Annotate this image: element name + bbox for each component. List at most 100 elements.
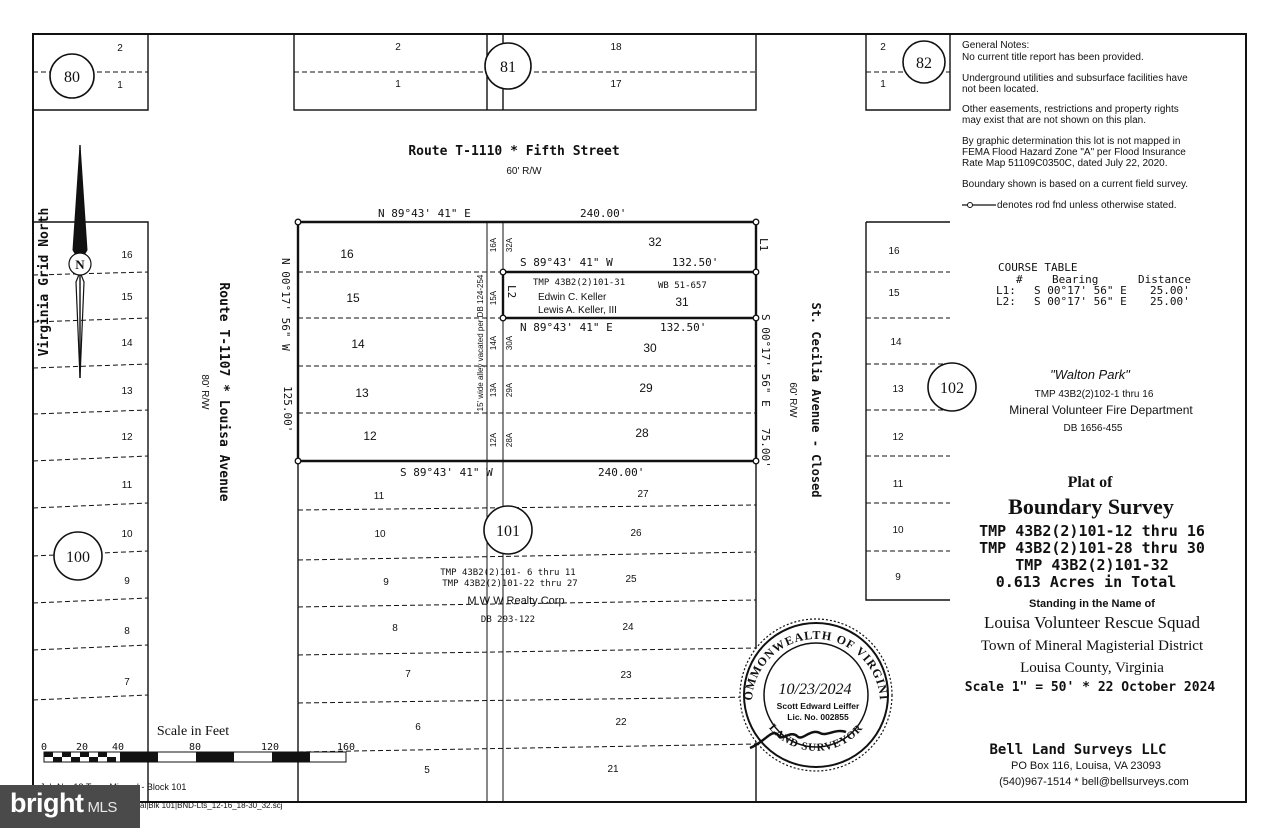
- seal-date: 10/23/2024: [779, 681, 852, 698]
- block-102-label: 102: [940, 380, 964, 397]
- lot-label: 1: [880, 79, 886, 90]
- note-line: may exist that are not shown on this pla…: [962, 115, 1146, 126]
- lot-label: 1: [395, 79, 401, 90]
- lot-label: 9: [124, 576, 130, 587]
- keller-owners: Edwin C. Keller Lewis A. Keller, III: [538, 292, 617, 316]
- note-line: Boundary shown is based on a current fie…: [962, 179, 1188, 190]
- east-distance: 75.00': [759, 428, 772, 468]
- signature-icon: [749, 729, 847, 750]
- notes-title: General Notes:: [962, 40, 1029, 51]
- lot-label: 26: [630, 528, 642, 539]
- bottom-bearing: S 89°43' 41" W: [400, 466, 493, 479]
- lot-label: 28: [635, 426, 649, 440]
- lot-label: 17: [610, 79, 622, 90]
- keller-parcel-info: TMP 43B2(2)101-31 WB 51-657: [533, 278, 707, 291]
- mid1-distance: 132.50': [672, 256, 718, 269]
- rod-symbol-icon: [962, 202, 996, 208]
- mid2-distance: 132.50': [660, 321, 706, 334]
- lot-label: 30A: [505, 335, 514, 350]
- lot-label: 15: [121, 292, 133, 303]
- mww-owner: M W W Realty Corp: [467, 595, 564, 607]
- title-acres: 0.613 Acres in Total: [996, 573, 1177, 591]
- west-bearing: N 00°17' 56" W: [279, 258, 292, 351]
- lot-label: 2: [395, 42, 401, 53]
- note-line: Rate Map 51109C0350C, dated July 22, 202…: [962, 158, 1168, 169]
- lot-label: 14: [121, 338, 133, 349]
- scale-tick: 0: [41, 742, 47, 753]
- alley-lots: 16A 15A 14A 13A 12A 32A 30A 29A 28A: [489, 237, 514, 447]
- top-bearing: N 89°43' 41" E: [378, 207, 471, 220]
- note-line: not been located.: [962, 84, 1039, 95]
- title-district: Town of Mineral Magisterial District: [981, 638, 1204, 654]
- lot-label: 18: [610, 42, 622, 53]
- course-table: COURSE TABLE # Bearing Distance L1: S 00…: [996, 261, 1191, 308]
- scale-tick: 160: [337, 742, 355, 753]
- lot-label: 11: [122, 480, 133, 491]
- lot-label: 16A: [489, 237, 498, 252]
- note-line: No current title report has been provide…: [962, 52, 1144, 63]
- course-row-id: L1:: [996, 284, 1016, 297]
- lot-label: 8: [124, 626, 130, 637]
- l2-label: L2: [505, 285, 518, 298]
- cecilia-avenue-label: St. Cecilia Avenue - Closed: [809, 302, 823, 497]
- walton-park-owner: Mineral Volunteer Fire Department: [1009, 403, 1193, 417]
- title-owner: Louisa Volunteer Rescue Squad: [984, 613, 1201, 632]
- west-distance: 125.00': [281, 386, 294, 432]
- walton-park-tmp: TMP 43B2(2)102-1 thru 16: [1035, 389, 1154, 400]
- title-tmp-line: TMP 43B2(2)101-12 thru 16: [979, 522, 1205, 540]
- lot-label: 32A: [505, 237, 514, 252]
- block-101: [296, 220, 758, 802]
- title-block: Plat of Boundary Survey TMP 43B2(2)101-1…: [965, 474, 1216, 695]
- lot-label: 11: [893, 479, 904, 490]
- watermark-sub: MLS: [87, 799, 117, 816]
- scale-bar: Scale in Feet 0 20 40 80 120 160: [41, 724, 355, 763]
- note-line: Other easements, restrictions and proper…: [962, 104, 1179, 115]
- lot-label: 12A: [489, 432, 498, 447]
- lot-label: 2: [117, 43, 123, 54]
- alley-vacated-note: 15' wide alley vacated per DB 124-254: [476, 274, 485, 411]
- lot-label: 16: [340, 247, 354, 261]
- note-line: Underground utilities and subsurface fac…: [962, 73, 1188, 84]
- l1-label: L1: [757, 238, 770, 251]
- course-row-distance: 25.00': [1150, 295, 1190, 308]
- subject-lots: 16 15 14 13 12 32 31 30 29 28: [340, 235, 689, 443]
- lot-label: 14: [890, 337, 902, 348]
- surveyor-info: Bell Land Surveys LLC PO Box 116, Louisa…: [989, 742, 1188, 788]
- lot-label: 10: [892, 525, 904, 536]
- lot-label: 32: [648, 235, 662, 249]
- lot-label: 14: [351, 337, 365, 351]
- mww-db: DB 293-122: [481, 615, 535, 625]
- block-81-label: 81: [500, 59, 516, 76]
- watermark-logo: [0, 785, 140, 828]
- lot-label: 7: [405, 669, 411, 680]
- rod-monuments: [294, 218, 760, 465]
- lot-label: 14A: [489, 335, 498, 350]
- svg-text:COMMONWEALTH OF VIRGINIA: COMMONWEALTH OF VIRGINIA: [0, 0, 890, 701]
- block-100-label: 100: [66, 549, 90, 566]
- lot-label: 16: [888, 246, 900, 257]
- lot-label: 10: [121, 529, 133, 540]
- top-distance: 240.00': [580, 207, 626, 220]
- surveyor-contact: (540)967-1514 * bell@bellsurveys.com: [999, 776, 1189, 788]
- right-column-lots: 16 15 14 13 12 11 10 9: [888, 246, 904, 583]
- lot-label: 15: [346, 291, 360, 305]
- lot-label: 9: [383, 577, 389, 588]
- scale-tick: 20: [76, 742, 88, 753]
- svg-text:N: N: [75, 257, 85, 272]
- owner-name: Lewis A. Keller, III: [538, 305, 617, 316]
- lot-label: 10: [374, 529, 386, 540]
- block-82-label: 82: [916, 55, 932, 72]
- owner-name: Edwin C. Keller: [538, 292, 607, 303]
- walton-park-db: DB 1656-455: [1064, 423, 1123, 434]
- scale-tick: 40: [112, 742, 124, 753]
- course-table-header: Distance: [1138, 273, 1191, 286]
- north-arrow-icon: [68, 144, 92, 379]
- mid1-bearing: S 89°43' 41" W: [520, 256, 613, 269]
- lot-label: 8: [392, 623, 398, 634]
- lot-label: 16: [121, 250, 133, 261]
- lot-label: 12: [121, 432, 133, 443]
- course-row-distance: 25.00': [1150, 284, 1190, 297]
- lot-label: 2: [880, 42, 886, 53]
